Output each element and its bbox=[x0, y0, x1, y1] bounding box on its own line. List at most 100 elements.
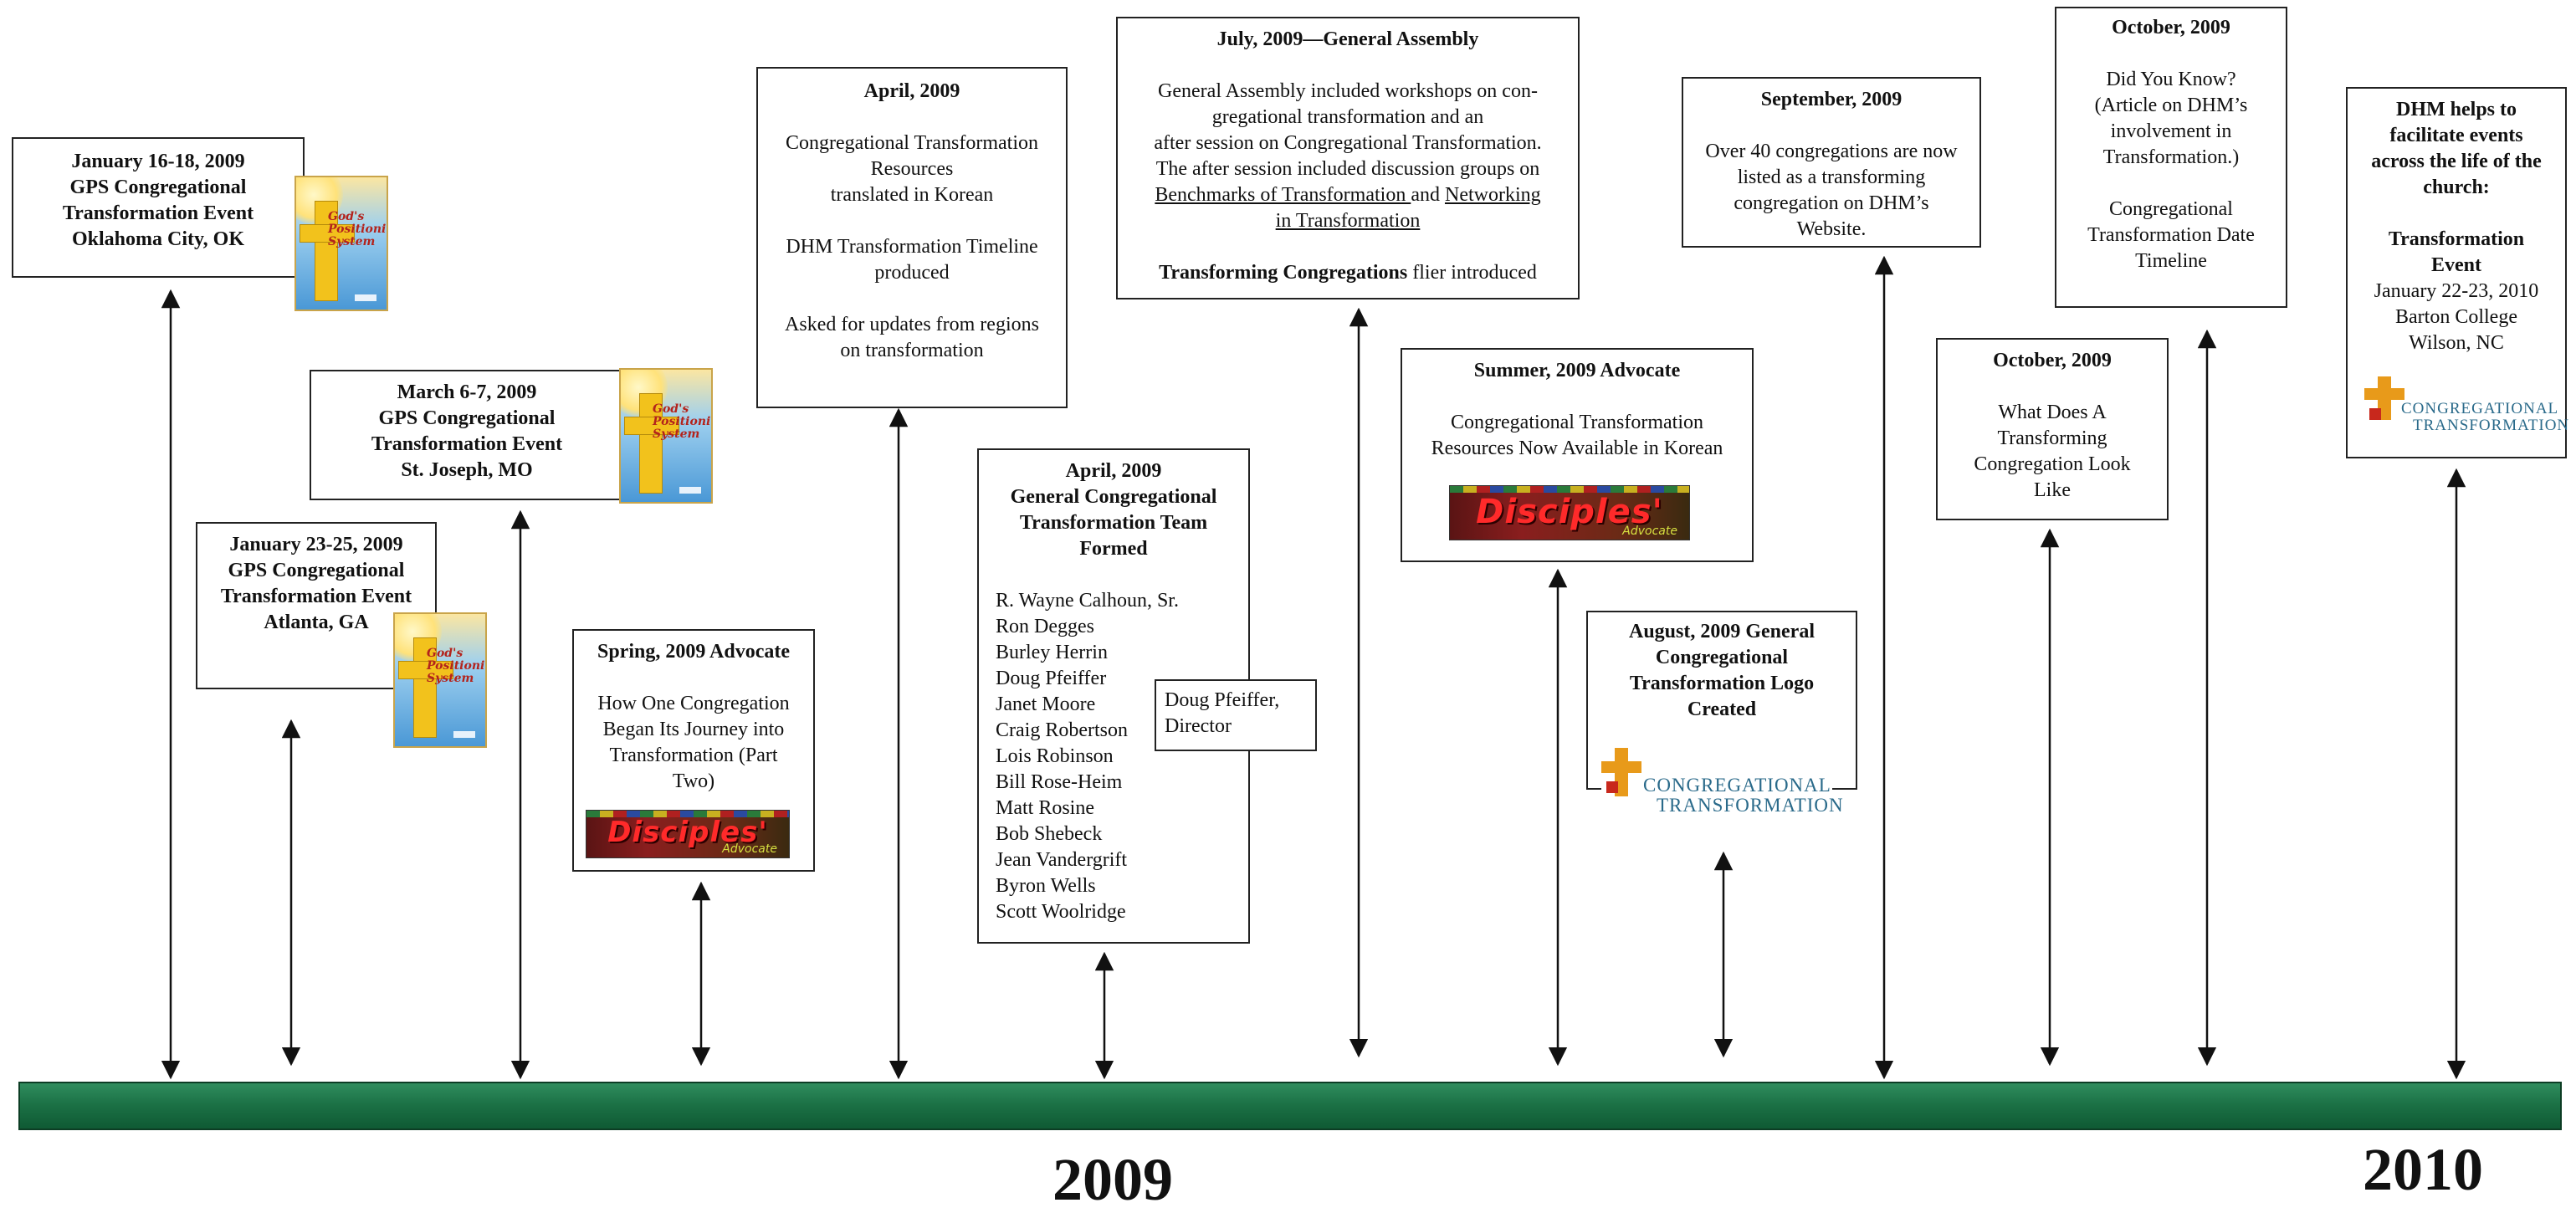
director-callout: Doug Pfeiffer, Director bbox=[1155, 679, 1317, 751]
team-member: Scott Woolridge bbox=[996, 901, 1126, 923]
event-july-assembly: July, 2009—General Assembly General Asse… bbox=[1116, 17, 1580, 299]
team-member: Jean Vandergrift bbox=[996, 849, 1128, 871]
event-line: What Does A bbox=[1998, 402, 2107, 423]
event-line: Barton College bbox=[2395, 306, 2517, 328]
flier-rest: flier introduced bbox=[1407, 262, 1537, 284]
advocate-logo: Disciples' Advocate bbox=[1449, 485, 1690, 540]
event-line: Wilson, NC bbox=[2409, 332, 2504, 354]
event-august-logo: August, 2009 General Congregational Tran… bbox=[1586, 611, 1857, 790]
event-line: Transformation Event bbox=[371, 433, 563, 455]
event-line: Transformation Logo bbox=[1629, 673, 1815, 694]
team-member: Lois Robinson bbox=[996, 745, 1114, 767]
event-october-know: October, 2009 Did You Know? (Article on … bbox=[2055, 7, 2287, 308]
event-line: Congregational bbox=[1655, 647, 1789, 668]
ct-logo-line2: TRANSFORMATION bbox=[2413, 417, 2570, 434]
event-line: August, 2009 General bbox=[1629, 621, 1815, 642]
benchmarks-link[interactable]: Benchmarks of Transformation bbox=[1155, 184, 1411, 206]
director-line: Director bbox=[1165, 715, 1232, 737]
event-line: The after session included discussion gr… bbox=[1155, 158, 1540, 180]
event-line: January 16-18, 2009 bbox=[71, 151, 245, 172]
congregational-transformation-logo: CONGREGATIONAL TRANSFORMATION bbox=[2364, 375, 2568, 442]
event-line: Transformation (Part bbox=[609, 745, 778, 766]
event-line: translated in Korean bbox=[830, 184, 994, 206]
event-line: Transforming bbox=[1997, 427, 2107, 449]
advocate-logo-sub: Advocate bbox=[1622, 525, 1677, 538]
event-line: Created bbox=[1687, 699, 1757, 720]
event-line: congregation on DHM’s bbox=[1734, 192, 1929, 214]
event-title: October, 2009 bbox=[1993, 350, 2112, 371]
team-member: Craig Robertson bbox=[996, 719, 1128, 741]
event-september: September, 2009 Over 40 congregations ar… bbox=[1682, 77, 1981, 248]
event-line: Resources bbox=[870, 158, 954, 180]
event-line: DHM Transformation Timeline bbox=[786, 236, 1038, 258]
event-line: Website. bbox=[1796, 218, 1867, 240]
event-line: Atlanta, GA bbox=[264, 612, 369, 633]
gps-logo-text: God's Positioning System bbox=[653, 402, 711, 441]
event-line: Transformation Event bbox=[220, 586, 412, 607]
event-line: gregational transformation and an bbox=[1211, 106, 1484, 128]
event-line: January 23-25, 2009 bbox=[229, 534, 403, 555]
event-title: Summer, 2009 Advocate bbox=[1473, 360, 1681, 381]
event-line: listed as a transforming bbox=[1737, 166, 1926, 188]
event-line: Congregation Look bbox=[1974, 453, 2131, 475]
event-line: GPS Congregational bbox=[228, 560, 405, 581]
event-october-look: October, 2009 What Does A Transforming C… bbox=[1936, 338, 2169, 520]
event-line: Transformation Date bbox=[2087, 224, 2255, 246]
flier-title: Transforming Congregations bbox=[1159, 262, 1408, 284]
event-line: Asked for updates from regions bbox=[785, 314, 1039, 335]
event-line: involvement in bbox=[2110, 120, 2232, 142]
event-line: St. Joseph, MO bbox=[401, 459, 533, 481]
event-line: (Article on DHM’s bbox=[2094, 95, 2248, 116]
event-line: Resources Now Available in Korean bbox=[1431, 438, 1723, 459]
team-member: Bill Rose-Heim bbox=[996, 771, 1123, 793]
event-line: Timeline bbox=[2135, 250, 2207, 272]
event-april-resources: April, 2009 Congregational Transformatio… bbox=[756, 67, 1068, 408]
advocate-logo-sub: Advocate bbox=[722, 842, 777, 856]
event-line: Over 40 congregations are now bbox=[1705, 141, 1958, 162]
advocate-logo: Disciples' Advocate bbox=[586, 810, 790, 858]
team-member: Burley Herrin bbox=[996, 642, 1108, 663]
timeline-bar bbox=[18, 1082, 2562, 1130]
event-line: facilitate events bbox=[2389, 125, 2523, 146]
event-line: on transformation bbox=[840, 340, 984, 361]
event-line: across the life of the bbox=[2371, 151, 2542, 172]
team-member: Byron Wells bbox=[996, 875, 1096, 897]
event-line: Oklahoma City, OK bbox=[71, 228, 245, 250]
event-line: General Congregational bbox=[1010, 486, 1217, 508]
event-line: Like bbox=[2034, 479, 2071, 501]
ct-logo-line1: CONGREGATIONAL bbox=[1643, 775, 1831, 796]
gps-logo-text: God's Positioning System bbox=[427, 647, 485, 685]
event-title: July, 2009—General Assembly bbox=[1216, 28, 1479, 50]
year-label-2010: 2010 bbox=[2363, 1136, 2483, 1203]
gps-logo: God's Positioning System bbox=[393, 612, 487, 748]
congregational-transformation-logo: CONGREGATIONAL TRANSFORMATION bbox=[1601, 745, 1843, 821]
gps-logo: God's Positioning System bbox=[294, 176, 388, 311]
director-line: Doug Pfeiffer, bbox=[1165, 689, 1280, 711]
gps-logo: God's Positioning System bbox=[619, 368, 713, 504]
ct-logo-line2: TRANSFORMATION bbox=[1657, 795, 1844, 816]
advocate-logo-text: Disciples' bbox=[1476, 493, 1663, 531]
year-label-2009: 2009 bbox=[1052, 1146, 1173, 1213]
team-member: Matt Rosine bbox=[996, 797, 1094, 819]
networking-link-cont[interactable]: in Transformation bbox=[1275, 210, 1421, 232]
team-member: Ron Degges bbox=[996, 616, 1094, 637]
event-line: January 22-23, 2010 bbox=[2374, 280, 2539, 302]
event-line: Formed bbox=[1079, 538, 1148, 560]
event-line: DHM helps to bbox=[2396, 99, 2517, 120]
event-title: September, 2009 bbox=[1760, 89, 1903, 110]
event-line: How One Congregation bbox=[597, 693, 790, 714]
event-line: Congregational Transformation bbox=[786, 132, 1038, 154]
event-line: GPS Congregational bbox=[378, 407, 556, 429]
team-member: R. Wayne Calhoun, Sr. bbox=[996, 590, 1179, 612]
advocate-logo-text: Disciples' bbox=[607, 816, 768, 849]
event-line: March 6-7, 2009 bbox=[397, 381, 537, 403]
event-line: Began Its Journey into bbox=[602, 719, 785, 740]
event-line: Transformation Team bbox=[1019, 512, 1208, 534]
event-jan-16-18: January 16-18, 2009 GPS Congregational T… bbox=[12, 137, 305, 278]
event-title: Spring, 2009 Advocate bbox=[597, 641, 790, 663]
and-text: and bbox=[1411, 184, 1445, 206]
networking-link[interactable]: Networking bbox=[1444, 184, 1541, 206]
event-line: April, 2009 bbox=[1065, 460, 1162, 482]
team-member: Janet Moore bbox=[996, 694, 1096, 715]
